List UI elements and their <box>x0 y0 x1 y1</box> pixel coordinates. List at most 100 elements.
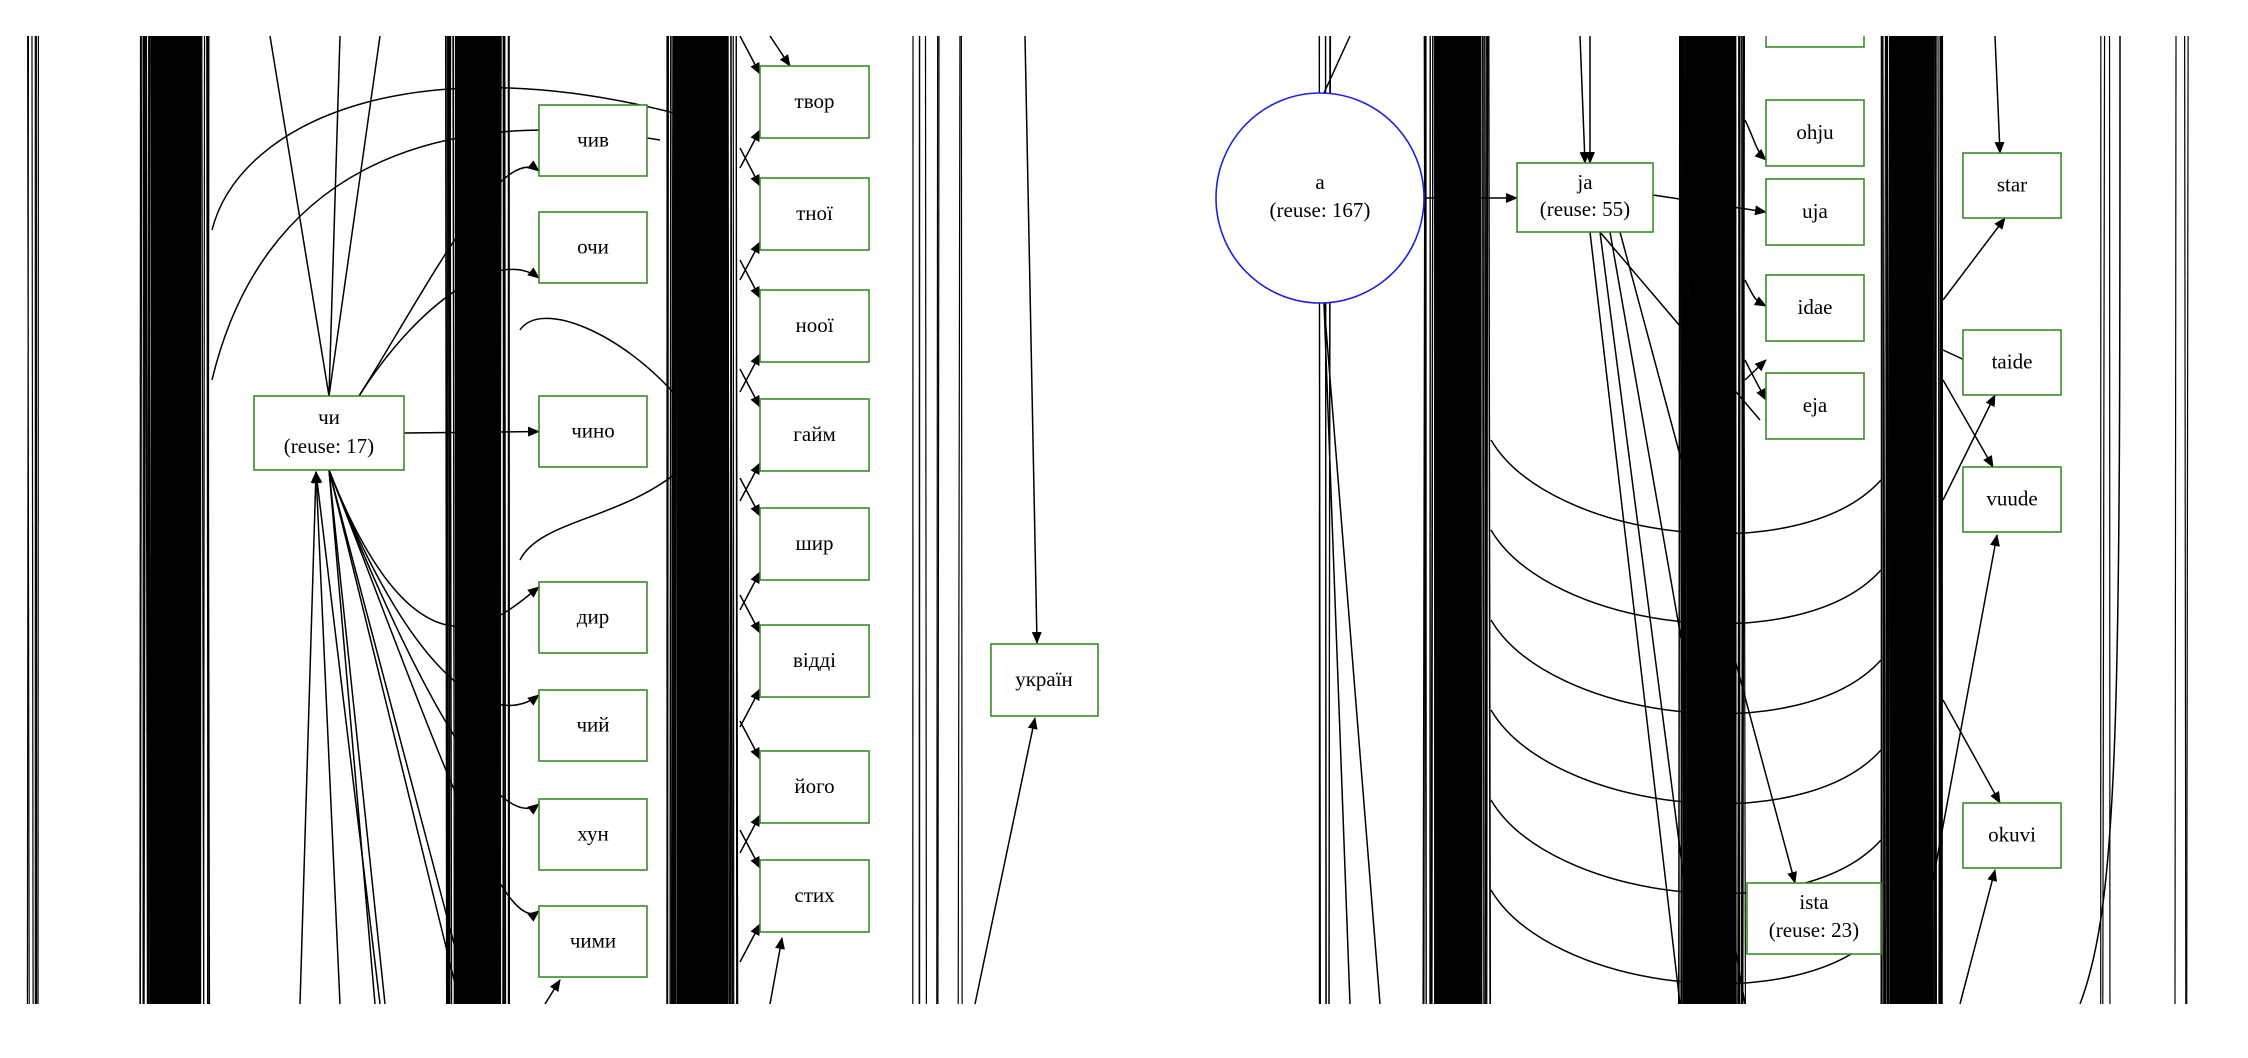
bundle-core <box>1890 36 1934 1004</box>
bundle-line <box>2184 36 2187 1004</box>
bundle-line <box>676 36 679 1004</box>
edge <box>2079 36 2121 1004</box>
graph-node[interactable]: чино <box>538 395 648 468</box>
node-root-a[interactable]: a (reuse: 167) <box>1215 92 1425 304</box>
edge <box>739 720 761 760</box>
node-word: star <box>1997 172 2027 196</box>
node-word: дир <box>577 604 609 628</box>
edge <box>739 259 761 299</box>
node-reuse: (reuse: 167) <box>1270 198 1371 222</box>
bundle-line <box>448 36 451 1004</box>
graph-node[interactable]: чий <box>538 689 648 762</box>
node-reuse: (reuse: 17) <box>284 434 374 458</box>
graph-node[interactable]: гайм <box>759 398 870 472</box>
edge <box>1490 529 1882 625</box>
graph-node[interactable]: очи <box>538 211 648 284</box>
edge <box>299 471 321 1004</box>
graph-node[interactable]: чими <box>538 905 648 978</box>
graph-node[interactable]: стих <box>759 859 870 933</box>
bundle-line <box>447 36 450 1004</box>
edge <box>739 462 761 502</box>
graph-node[interactable]: відді <box>759 624 870 698</box>
node-chy[interactable]: чи (reuse: 17) <box>253 395 405 471</box>
edge <box>328 469 376 1004</box>
edge <box>1589 231 1681 1004</box>
graph-node[interactable]: ohju <box>1765 99 1865 167</box>
edge <box>1652 194 1767 216</box>
bundle-core <box>1688 36 1735 1004</box>
edge <box>739 241 761 281</box>
bundle-line <box>1679 36 1683 1004</box>
bundle-core <box>150 36 202 1004</box>
edge <box>1490 799 1882 895</box>
bundle-line <box>2174 36 2177 1004</box>
node-word: чи <box>318 405 340 429</box>
edge <box>739 688 761 728</box>
edge <box>328 469 540 922</box>
bundle-line <box>730 36 733 1004</box>
edge <box>1959 869 1998 1004</box>
node-word: чий <box>576 712 609 736</box>
node-word: ja <box>1576 170 1593 194</box>
edge <box>769 36 791 67</box>
bundle-line <box>957 36 961 1004</box>
node-word: taide <box>1992 349 2033 373</box>
edge <box>519 469 681 561</box>
graph-node[interactable]: шир <box>759 507 870 581</box>
bundle-line <box>670 36 674 1004</box>
graph-node[interactable]: vuude <box>1962 466 2062 533</box>
graph-node[interactable]: тної <box>759 177 870 251</box>
node-reuse: (reuse: 23) <box>1769 918 1859 942</box>
bundle-core <box>454 36 502 1004</box>
edge <box>739 814 761 854</box>
edge <box>1490 709 1882 805</box>
node-word: тної <box>796 201 833 225</box>
graph-node[interactable]: okuvi <box>1962 802 2062 869</box>
bundle-line <box>206 36 209 1004</box>
graph-node[interactable]: idae <box>1765 274 1865 342</box>
node-ja[interactable]: ja (reuse: 55) <box>1516 162 1654 233</box>
edge <box>739 368 761 408</box>
node-ista[interactable]: ista (reuse: 23) <box>1746 882 1882 955</box>
bundle-line <box>1741 36 1744 1004</box>
edge <box>328 469 540 707</box>
edge <box>312 471 381 1004</box>
bundle-line <box>1880 36 1883 1004</box>
edge <box>1942 217 2006 301</box>
graph-node[interactable]: taide <box>1962 329 2062 396</box>
graph-node[interactable]: твор <box>759 65 870 139</box>
edge <box>328 469 540 815</box>
graph-node[interactable]: uja <box>1765 178 1865 246</box>
edge <box>739 594 761 634</box>
edge <box>544 979 561 1004</box>
graph-node[interactable]: хун <box>538 798 648 871</box>
edge <box>328 469 540 628</box>
node-word: чино <box>571 418 615 442</box>
node-reuse: (reuse: 55) <box>1540 197 1630 221</box>
bundle-line <box>1738 36 1740 1004</box>
node-word: vuude <box>1986 486 2037 510</box>
node-word: uja <box>1802 199 1828 223</box>
graph-node[interactable]: star <box>1962 152 2062 219</box>
edge <box>403 426 540 437</box>
edge <box>328 36 381 397</box>
bundle-line <box>1685 36 1688 1004</box>
node-word: гайм <box>793 422 835 446</box>
bundle-core <box>677 36 729 1004</box>
graph-node[interactable]: eja <box>1765 372 1865 440</box>
edge <box>211 86 701 231</box>
graph-node[interactable]: його <box>759 750 870 824</box>
edge <box>1942 394 1996 501</box>
bundle-line <box>31 36 34 1004</box>
edge <box>1744 279 1767 307</box>
graph-node[interactable]: ноої <box>759 289 870 363</box>
node-word: хун <box>577 821 608 845</box>
node-word: шир <box>796 531 834 555</box>
bundle-line <box>502 36 506 1004</box>
node-ukrain[interactable]: україн <box>990 643 1099 717</box>
node-word: eja <box>1803 393 1828 417</box>
graph-node[interactable]: дир <box>538 581 648 654</box>
node-word: його <box>794 774 834 798</box>
graph-node[interactable]: чив <box>538 104 648 177</box>
edge <box>1599 231 1761 421</box>
